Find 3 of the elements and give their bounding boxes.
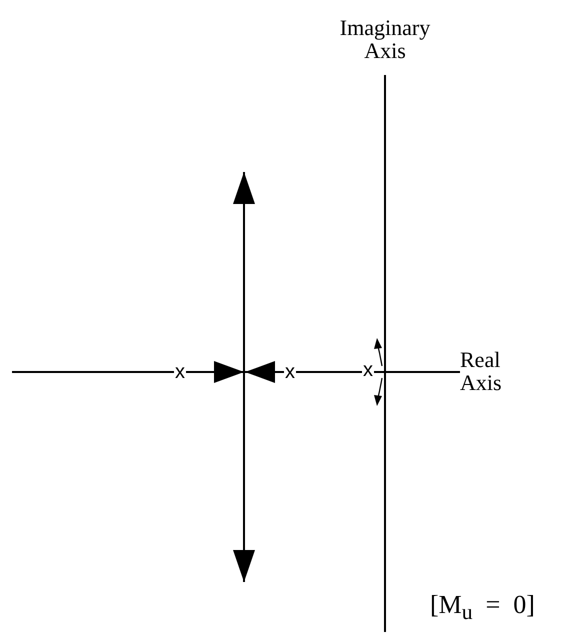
condition-note: [M$_{u}$ = 0] — [430, 590, 536, 626]
axis-label: Imaginary Axis — [338, 16, 432, 62]
axis-label: Real Axis — [460, 348, 503, 394]
